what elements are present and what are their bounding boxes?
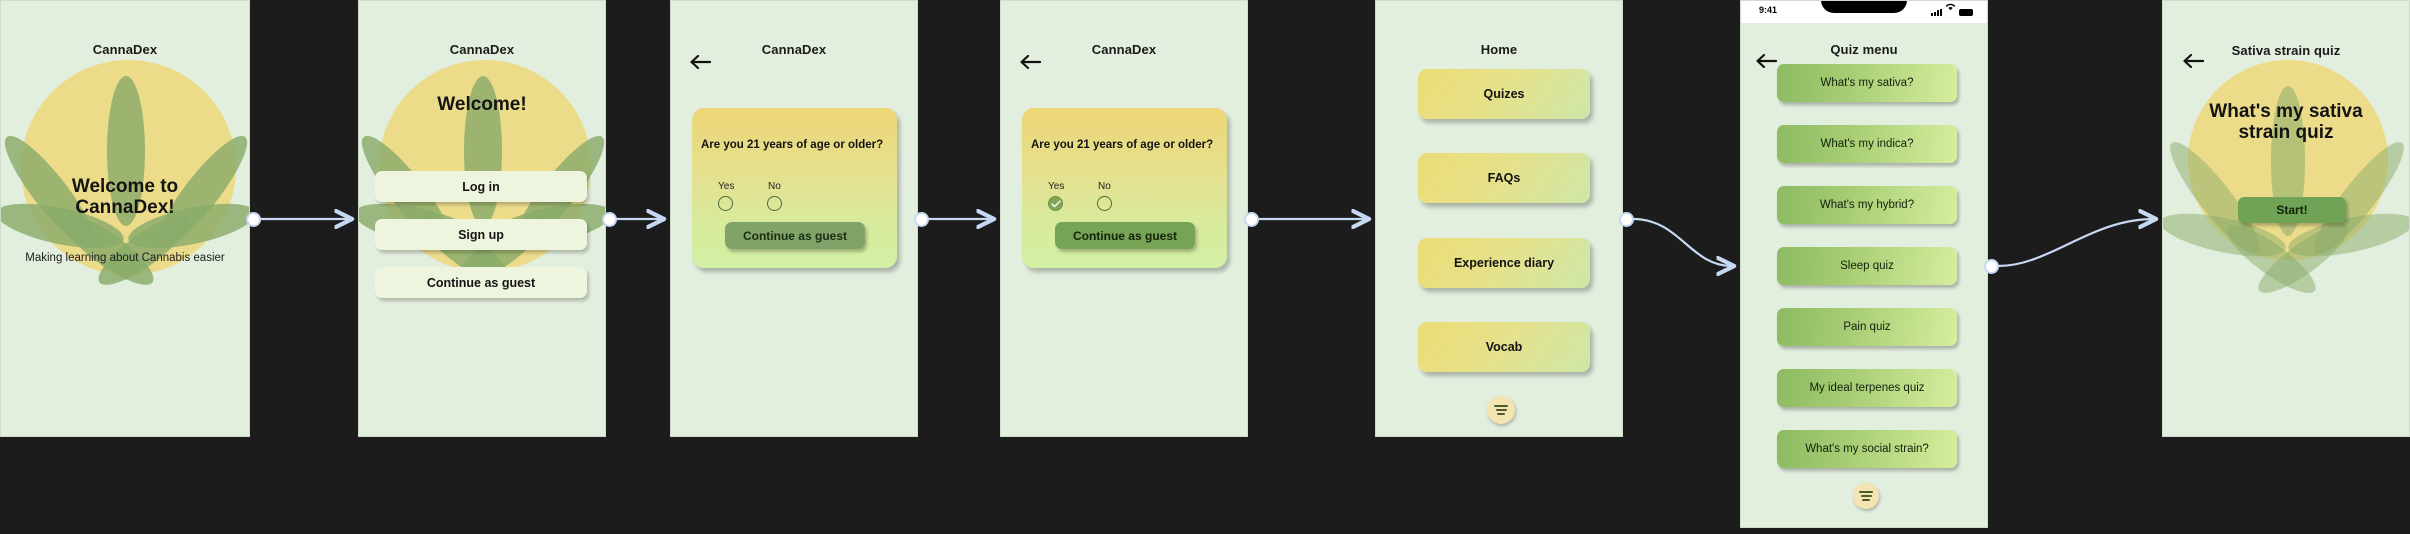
age-verification-card: Are you 21 years of age or older? Yes No…: [1022, 108, 1227, 268]
home-tile-faqs[interactable]: FAQs: [1418, 153, 1590, 203]
radio-no[interactable]: [1097, 196, 1112, 211]
screen-sativa-strain-quiz: Sativa strain quiz What's my sativa stra…: [2162, 0, 2410, 437]
quiz-item-indica[interactable]: What's my indica?: [1777, 125, 1957, 163]
page-title: CannaDex: [449, 42, 515, 57]
quiz-item-sativa[interactable]: What's my sativa?: [1777, 64, 1957, 102]
cannabis-leaf-logo: [2163, 56, 2409, 326]
back-arrow-icon[interactable]: [689, 55, 711, 69]
page-title: Sativa strain quiz: [2231, 43, 2341, 58]
age-question: Are you 21 years of age or older?: [701, 139, 884, 151]
quiz-item-hybrid[interactable]: What's my hybrid?: [1777, 186, 1957, 224]
login-button[interactable]: Log in: [375, 171, 587, 202]
page-title: CannaDex: [1091, 42, 1157, 57]
phone-notch: [1821, 1, 1907, 13]
connector-handle[interactable]: [602, 212, 617, 227]
connector-handle[interactable]: [246, 212, 261, 227]
menu-lines-icon[interactable]: [1853, 483, 1879, 509]
cellular-signal-icon: [1931, 8, 1942, 16]
back-arrow-icon[interactable]: [2182, 54, 2204, 68]
page-title: Quiz menu: [1830, 42, 1898, 57]
screen-age-gate-answered: CannaDex Are you 21 years of age or olde…: [1000, 0, 1248, 437]
age-verification-card: Are you 21 years of age or older? Yes No…: [692, 108, 897, 268]
page-title: Home: [1480, 42, 1518, 57]
connector-handle[interactable]: [1244, 212, 1259, 227]
quiz-item-sleep[interactable]: Sleep quiz: [1777, 247, 1957, 285]
screen-home: Home Quizes FAQs Experience diary Vocab: [1375, 0, 1623, 437]
welcome-subheading: Making learning about Cannabis easier: [25, 252, 225, 264]
quiz-item-social-strain[interactable]: What's my social strain?: [1777, 430, 1957, 468]
status-bar-time: 9:41: [1759, 5, 1778, 15]
home-tile-experience-diary[interactable]: Experience diary: [1418, 238, 1590, 288]
age-question: Are you 21 years of age or older?: [1031, 139, 1214, 151]
radio-yes[interactable]: [1048, 196, 1063, 211]
continue-as-guest-button[interactable]: Continue as guest: [725, 222, 865, 249]
back-arrow-icon[interactable]: [1755, 54, 1777, 68]
screen-quiz-menu: 9:41 Quiz menu What's my sativa? What's …: [1740, 0, 1988, 528]
connector-handle[interactable]: [1984, 259, 1999, 274]
screen-welcome-splash: CannaDex Welcome to CannaDex! Making lea…: [0, 0, 250, 437]
phone-status-bar: 9:41: [1741, 1, 1987, 23]
home-tile-vocab[interactable]: Vocab: [1418, 322, 1590, 372]
screen-age-gate-unanswered: CannaDex Are you 21 years of age or olde…: [670, 0, 918, 437]
menu-lines-icon[interactable]: [1487, 396, 1515, 424]
wifi-icon: [1945, 1, 1956, 16]
radio-yes[interactable]: [718, 196, 733, 211]
page-title: CannaDex: [92, 42, 158, 57]
start-button[interactable]: Start!: [2238, 197, 2346, 223]
welcome-heading: Welcome!: [437, 94, 527, 115]
quiz-item-pain[interactable]: Pain quiz: [1777, 308, 1957, 346]
connector-handle[interactable]: [1619, 212, 1634, 227]
radio-label-yes: Yes: [1048, 181, 1065, 192]
screen-welcome-auth: CannaDex Welcome! Log in Sign up Continu…: [358, 0, 606, 437]
quiz-heading: What's my sativa strain quiz: [2209, 101, 2363, 144]
continue-as-guest-button[interactable]: Continue as guest: [375, 267, 587, 298]
welcome-heading: Welcome to CannaDex!: [71, 176, 179, 219]
quiz-item-terpenes[interactable]: My ideal terpenes quiz: [1777, 369, 1957, 407]
continue-as-guest-button[interactable]: Continue as guest: [1055, 222, 1195, 249]
radio-label-no: No: [768, 181, 781, 192]
back-arrow-icon[interactable]: [1019, 55, 1041, 69]
page-title: CannaDex: [761, 42, 827, 57]
radio-label-no: No: [1098, 181, 1111, 192]
connector-handle[interactable]: [914, 212, 929, 227]
radio-label-yes: Yes: [718, 181, 735, 192]
signup-button[interactable]: Sign up: [375, 219, 587, 250]
battery-full-icon: [1959, 9, 1973, 16]
radio-no[interactable]: [767, 196, 782, 211]
home-tile-quizes[interactable]: Quizes: [1418, 69, 1590, 119]
